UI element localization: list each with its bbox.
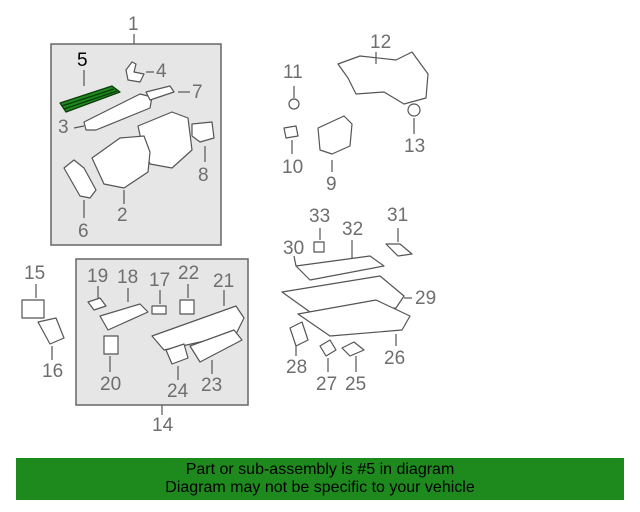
callout-13: 13 xyxy=(404,136,426,157)
callout-5: 5 xyxy=(77,50,88,71)
part-27[interactable] xyxy=(319,339,337,357)
part-21[interactable] xyxy=(151,305,245,351)
callout-10: 10 xyxy=(282,157,304,178)
part-26[interactable] xyxy=(297,299,411,337)
part-15[interactable] xyxy=(21,299,45,319)
part-19[interactable] xyxy=(87,297,107,311)
callout-1: 1 xyxy=(128,14,139,35)
part-20[interactable] xyxy=(103,335,119,355)
part-4[interactable] xyxy=(125,61,145,83)
callout-14: 14 xyxy=(152,415,174,436)
callout-18: 18 xyxy=(117,267,139,288)
banner-line-1: Part or sub-assembly is #5 in diagram xyxy=(185,461,455,478)
callout-22: 22 xyxy=(178,263,200,284)
info-banner: Part or sub-assembly is #5 in diagram Di… xyxy=(16,458,624,500)
part-28[interactable] xyxy=(289,321,309,347)
callout-27: 27 xyxy=(316,374,338,395)
part-25[interactable] xyxy=(341,341,365,357)
callout-25: 25 xyxy=(345,374,367,395)
callout-20: 20 xyxy=(100,374,122,395)
callout-7: 7 xyxy=(192,82,203,103)
callout-32: 32 xyxy=(342,219,364,240)
part-7[interactable] xyxy=(145,85,175,101)
part-17[interactable] xyxy=(151,305,167,315)
callout-30: 30 xyxy=(283,238,305,259)
part-11[interactable] xyxy=(288,98,300,110)
part-33[interactable] xyxy=(313,241,325,253)
part-3[interactable] xyxy=(83,93,153,131)
part-22[interactable] xyxy=(179,299,195,315)
callout-33: 33 xyxy=(309,206,331,227)
callout-17: 17 xyxy=(149,270,171,291)
part-6[interactable] xyxy=(63,159,97,199)
part-16[interactable] xyxy=(37,317,65,345)
part-2[interactable] xyxy=(91,135,151,189)
callout-21: 21 xyxy=(213,271,235,292)
part-10[interactable] xyxy=(283,125,299,139)
part-23[interactable] xyxy=(189,329,243,363)
callout-9: 9 xyxy=(326,174,337,195)
callout-19: 19 xyxy=(87,266,109,287)
callout-26: 26 xyxy=(384,348,406,369)
callout-4: 4 xyxy=(156,61,167,82)
callout-8: 8 xyxy=(198,165,209,186)
callout-2: 2 xyxy=(117,205,128,226)
part-18[interactable] xyxy=(99,303,149,331)
part-24[interactable] xyxy=(165,343,189,365)
part-32[interactable] xyxy=(295,255,385,281)
callout-15: 15 xyxy=(24,263,46,284)
parts-diagram xyxy=(21,34,429,415)
callout-29: 29 xyxy=(415,288,437,309)
banner-line-2: Diagram may not be specific to your vehi… xyxy=(165,479,475,496)
callout-16: 16 xyxy=(42,361,64,382)
callout-6: 6 xyxy=(78,221,89,242)
part-12[interactable] xyxy=(337,51,429,105)
callout-24: 24 xyxy=(167,381,189,402)
part-9[interactable] xyxy=(317,115,353,155)
part-13[interactable] xyxy=(407,103,421,117)
callout-23: 23 xyxy=(201,375,223,396)
callout-31: 31 xyxy=(387,205,409,226)
part-31[interactable] xyxy=(385,243,413,257)
callout-28: 28 xyxy=(286,357,308,378)
callout-3: 3 xyxy=(58,117,69,138)
part-8[interactable] xyxy=(191,121,215,143)
callout-12: 12 xyxy=(370,32,392,53)
callout-11: 11 xyxy=(283,62,303,83)
